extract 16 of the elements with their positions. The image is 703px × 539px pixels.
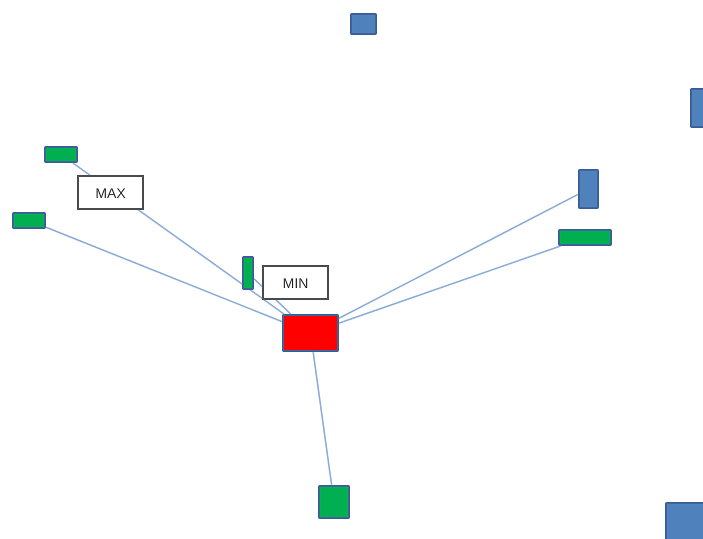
node-box <box>282 314 339 352</box>
node-box <box>350 13 377 35</box>
node-box <box>318 485 350 519</box>
edge-label: MIN <box>262 265 329 300</box>
node-box <box>44 146 78 163</box>
connector-line <box>312 352 332 486</box>
node-box <box>665 502 703 539</box>
node-box <box>242 256 254 290</box>
node-box <box>690 88 703 128</box>
connector-line <box>338 245 561 324</box>
edge-label: MAX <box>77 175 144 210</box>
connector-line <box>338 194 578 319</box>
node-box <box>12 212 46 229</box>
node-box <box>578 169 599 209</box>
connector-line <box>46 226 282 322</box>
node-box <box>558 229 612 246</box>
